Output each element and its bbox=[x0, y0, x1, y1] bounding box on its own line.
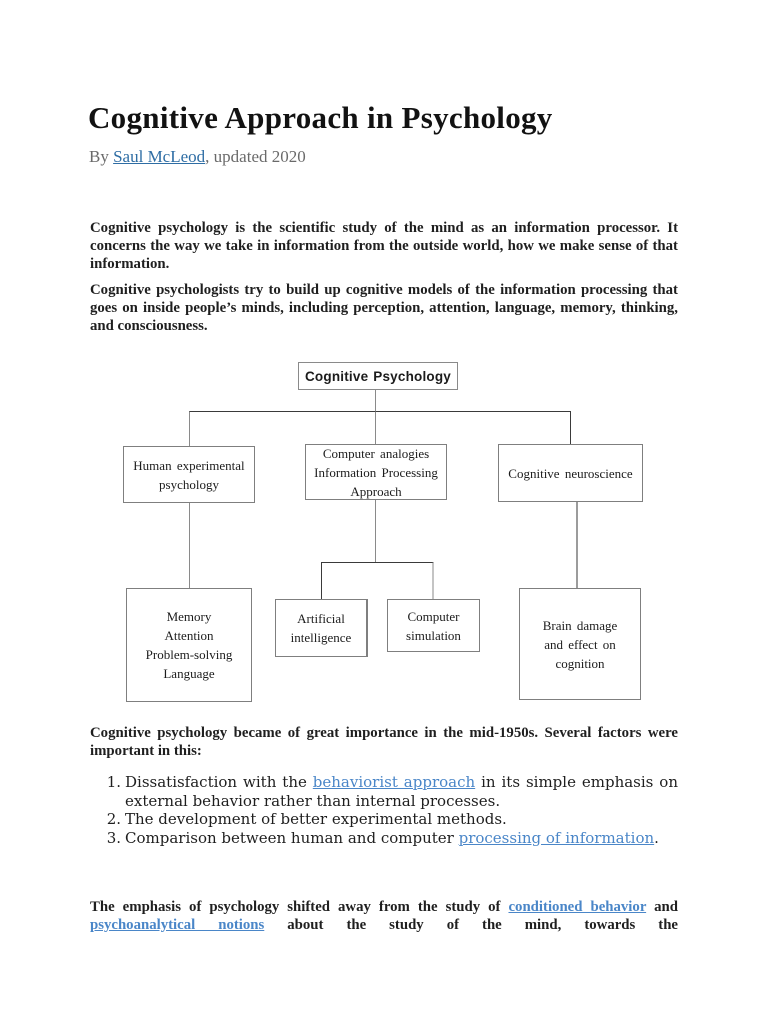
list-item: 2. The development of better experimenta… bbox=[90, 810, 678, 829]
factors-list: 1. Dissatisfaction with the behaviorist … bbox=[90, 773, 678, 847]
diagram-node-cognitive-neuroscience: Cognitive neuroscience bbox=[498, 444, 643, 502]
intro-paragraph-2: Cognitive psychologists try to build up … bbox=[90, 282, 678, 334]
list-item-number: 3. bbox=[106, 828, 121, 847]
conditioned-behavior-link[interactable]: conditioned behavior bbox=[508, 899, 647, 915]
list-item: 3. Comparison between human and computer… bbox=[90, 829, 678, 848]
diagram-node-memory-attention-group: Memory Attention Problem-solving Languag… bbox=[126, 588, 252, 702]
processing-of-information-link[interactable]: processing of information bbox=[458, 828, 655, 847]
list-item-text: The development of better experimental m… bbox=[125, 810, 507, 828]
list-item-text: Comparison between human and computer pr… bbox=[125, 828, 659, 847]
diagram-node-artificial-intelligence: Artificial intelligence bbox=[275, 599, 368, 657]
diagram-node-human-experimental-psychology: Human experimental psychology bbox=[123, 446, 255, 503]
article-title: Cognitive Approach in Psychology bbox=[88, 100, 553, 135]
diagram-node-cognitive-psychology: Cognitive Psychology bbox=[298, 362, 458, 390]
list-item-number: 1. bbox=[106, 773, 121, 791]
mid-paragraph: Cognitive psychology became of great imp… bbox=[90, 725, 678, 759]
diagram-connectors bbox=[189, 390, 578, 599]
intro-paragraph-1: Cognitive psychology is the scientific s… bbox=[90, 220, 678, 272]
diagram-node-computer-simulation: Computer simulation bbox=[387, 599, 480, 652]
byline-prefix: By bbox=[89, 147, 114, 166]
byline: By Saul McLeod, updated 2020 bbox=[89, 147, 589, 167]
byline-suffix: , updated 2020 bbox=[205, 147, 306, 166]
list-item: 1. Dissatisfaction with the behaviorist … bbox=[90, 773, 678, 810]
author-link[interactable]: Saul McLeod bbox=[113, 147, 206, 166]
psychoanalytical-notions-link[interactable]: psychoanalytical notions bbox=[90, 917, 265, 933]
outro-paragraph: The emphasis of psychology shifted away … bbox=[90, 899, 678, 933]
list-item-text: Dissatisfaction with the behaviorist app… bbox=[125, 773, 679, 810]
list-item-number: 2. bbox=[106, 810, 121, 828]
diagram-node-computer-analogies: Computer analogies Information Processin… bbox=[305, 444, 447, 500]
concept-diagram: Cognitive Psychology Human experimental … bbox=[0, 356, 768, 708]
diagram-node-brain-damage: Brain damage and effect on cognition bbox=[519, 588, 641, 700]
behaviorist-approach-link[interactable]: behaviorist approach bbox=[312, 773, 476, 791]
